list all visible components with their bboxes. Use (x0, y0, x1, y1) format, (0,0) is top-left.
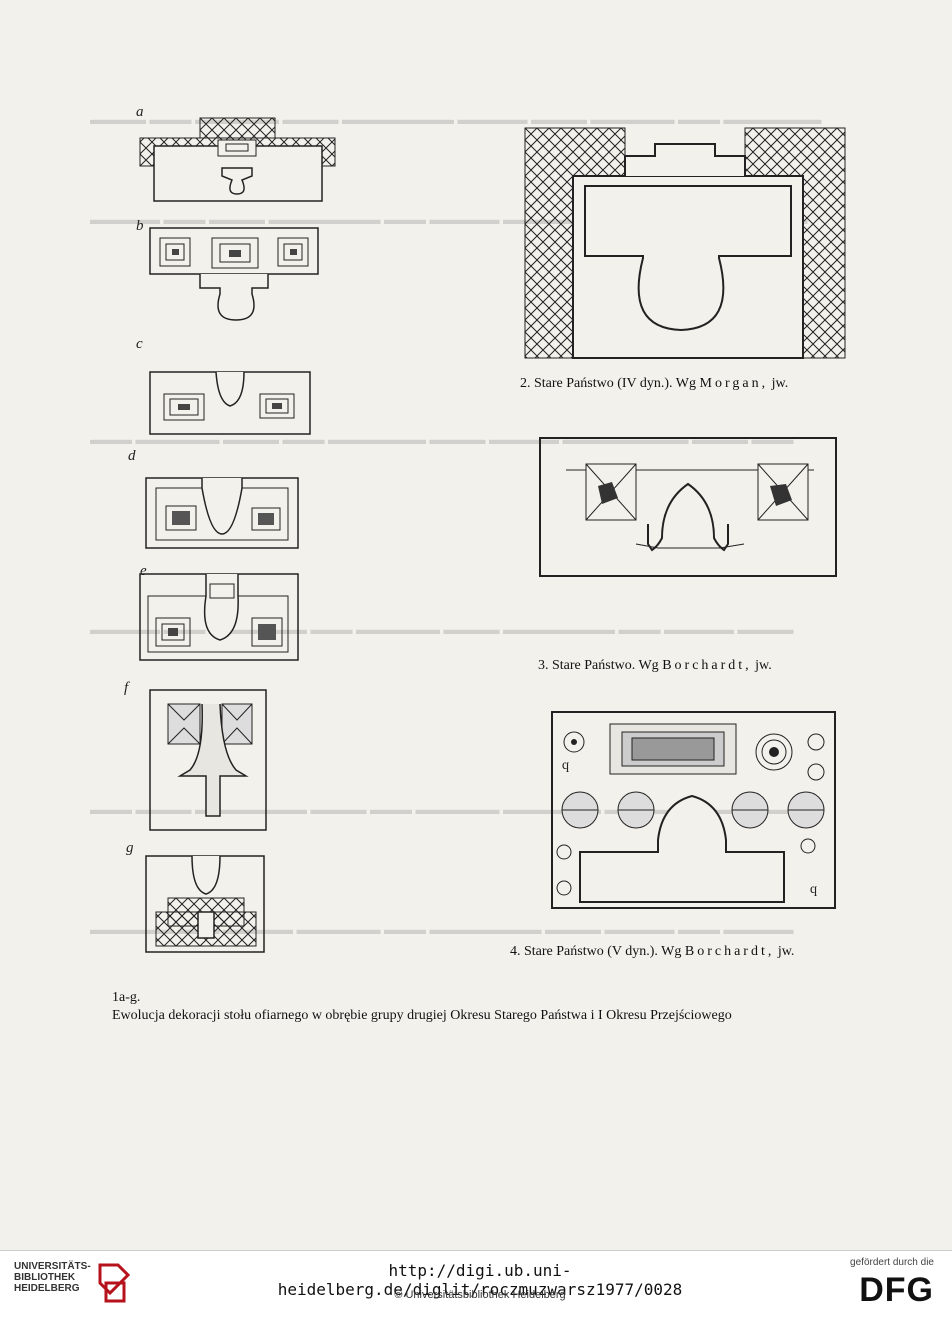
figure-2-caption: 2. Stare Państwo (IV dyn.). Wg Morgan, j… (520, 376, 788, 392)
inscription-mark: ϥ (810, 885, 818, 900)
bleed-through-text: ▬▬▬ ▬▬▬▬▬▬ ▬▬▬▬ ▬▬▬ ▬▬▬▬▬▬▬ ▬▬▬▬ ▬▬▬▬▬ ▬… (90, 433, 794, 448)
library-name-line-3: HEIDELBERG (14, 1283, 80, 1294)
inscription-mark: ϥ (562, 761, 570, 776)
figure-label-a: a (136, 104, 144, 120)
funder-label: gefördert durch die (850, 1257, 934, 1268)
figure-3-caption-start: 3. Stare Państwo. Wg (538, 658, 659, 673)
figure-label-g: g (126, 840, 134, 856)
figure-2-caption-author: Morgan, (699, 376, 769, 391)
figure-3-caption-author: Borchardt, (662, 658, 752, 673)
figure-2-caption-start: 2. Stare Państwo (IV dyn.). Wg (520, 376, 697, 391)
dfg-logo: DFG (859, 1271, 934, 1309)
scanned-page: ▬▬▬▬ ▬▬▬ ▬▬▬▬▬▬ ▬▬▬▬ ▬▬▬▬▬▬▬▬ ▬▬▬▬▬ ▬▬▬▬… (0, 0, 952, 1250)
page-url-link[interactable]: http://digi.ub.uni-heidelberg.de/diglit/… (277, 1261, 683, 1299)
drawing-1a (139, 117, 336, 202)
figure-1-caption-label: 1a-g. (112, 990, 141, 1005)
figure-1-caption-text: Ewolucja dekoracji stołu ofiarnego w obr… (112, 1008, 732, 1023)
figure-label-b: b (136, 218, 144, 234)
drawing-3 (539, 437, 837, 577)
library-logo-icon (98, 1263, 131, 1303)
figure-4-caption: 4. Stare Państwo (V dyn.). Wg Borchardt,… (510, 944, 794, 960)
figure-3-caption-end: jw. (755, 658, 772, 673)
drawing-1c (149, 371, 311, 435)
drawing-1d (145, 477, 299, 549)
figure-label-d: d (128, 448, 136, 464)
library-name-line-1: UNIVERSITÄTS- (14, 1261, 91, 1272)
drawing-1g (145, 855, 265, 953)
drawing-2 (524, 127, 846, 359)
figure-label-e: e (140, 563, 147, 579)
library-name-line-2: BIBLIOTHEK (14, 1272, 76, 1283)
figure-3-caption: 3. Stare Państwo. Wg Borchardt, jw. (538, 658, 772, 674)
figure-label-c: c (136, 336, 143, 352)
footer-bar: UNIVERSITÄTS- BIBLIOTHEK HEIDELBERG http… (0, 1250, 952, 1319)
drawing-1b (149, 227, 319, 321)
drawing-4: ϥ ϥ (551, 711, 836, 909)
drawing-1e (139, 573, 299, 661)
figure-4-caption-author: Borchardt, (684, 944, 775, 959)
drawing-1f (149, 689, 267, 831)
figure-2-caption-end: jw. (771, 376, 789, 391)
figure-label-f: f (124, 680, 129, 696)
figure-4-caption-start: 4. Stare Państwo (V dyn.). Wg (510, 944, 682, 959)
copyright-text: © Universitätsbibliothek Heidelberg (394, 1289, 566, 1301)
figure-4-caption-end: jw. (777, 944, 795, 959)
bleed-through-text: ▬▬▬▬▬▬ ▬▬▬ ▬▬▬▬▬ ▬▬▬▬▬▬ ▬▬▬ ▬▬▬▬▬▬▬▬ ▬▬▬… (90, 923, 794, 938)
library-name: UNIVERSITÄTS- BIBLIOTHEK HEIDELBERG (14, 1261, 91, 1294)
